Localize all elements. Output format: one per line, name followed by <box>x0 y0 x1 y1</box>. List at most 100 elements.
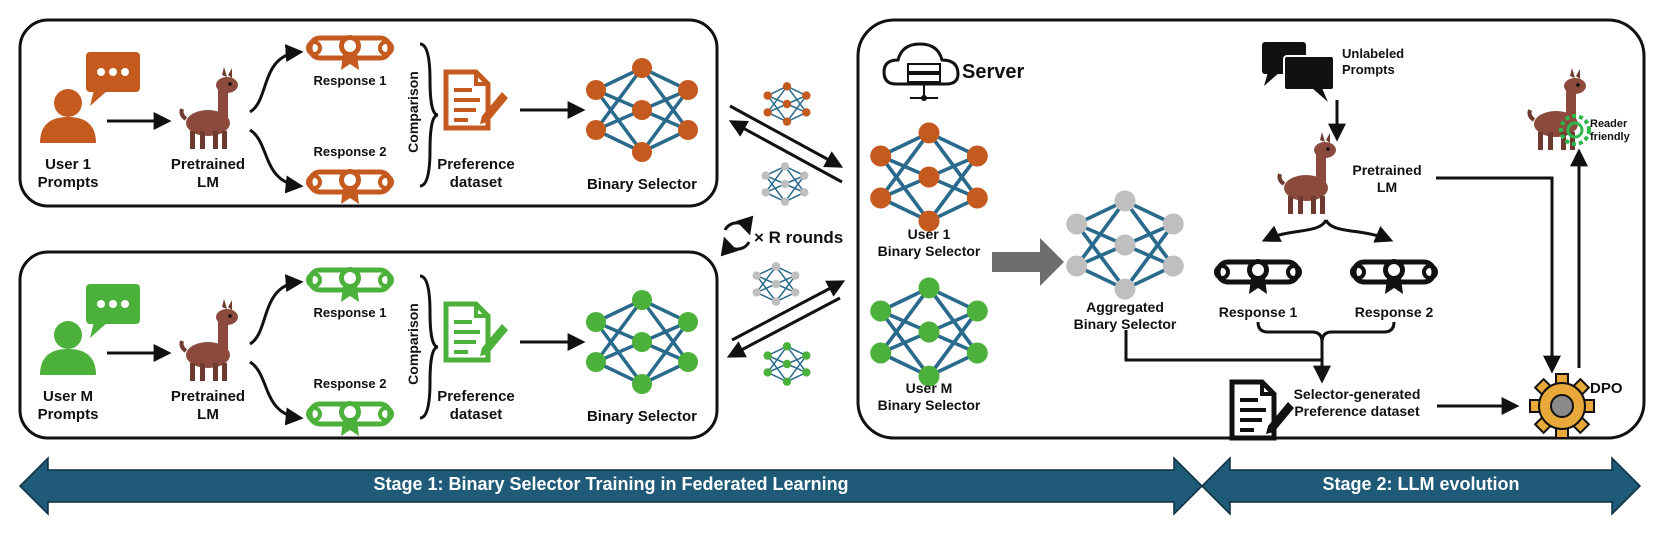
network-node <box>782 117 792 126</box>
network-edge <box>640 320 690 386</box>
network-edge <box>927 309 979 378</box>
network-node <box>632 290 652 310</box>
arrow-lm-to-response2-m <box>249 360 304 426</box>
network-node <box>752 271 761 280</box>
network-node <box>771 297 781 306</box>
network-node <box>771 262 781 271</box>
mini-network-orange <box>763 82 811 126</box>
network-node <box>1114 234 1136 256</box>
userM-selector-network <box>586 290 698 394</box>
network-edge <box>640 88 690 154</box>
user1-dataset-label: Preference dataset <box>437 156 515 191</box>
network-node <box>586 80 606 100</box>
network-edge <box>879 131 931 200</box>
network-edge <box>927 154 979 223</box>
userM-comparison-label: Comparison <box>405 303 421 385</box>
network-node <box>870 187 892 209</box>
network-node <box>678 80 698 100</box>
network-node <box>586 312 606 332</box>
network-node <box>791 288 800 297</box>
network-node <box>782 99 792 109</box>
arrow-lm-to-response2-1 <box>249 128 304 194</box>
network-node <box>782 377 792 386</box>
network-node <box>780 162 790 171</box>
dpo-gear-icon <box>1529 373 1595 439</box>
network-node <box>870 300 892 322</box>
network-node <box>918 277 940 299</box>
network-edge <box>784 175 805 203</box>
stage2-response1-label: Response 1 <box>1218 304 1298 320</box>
network-edge <box>756 265 777 293</box>
network-node <box>763 368 772 377</box>
server-user1-network <box>870 122 988 232</box>
network-node <box>1162 255 1184 277</box>
network-edge <box>786 355 807 383</box>
mini-network-green <box>763 342 811 386</box>
userM-dataset-label: Preference dataset <box>437 388 515 423</box>
network-node <box>678 352 698 372</box>
user1-panel <box>18 18 719 208</box>
network-node <box>632 100 652 120</box>
userM-response1-label: Response 1 <box>313 305 387 320</box>
network-node <box>966 145 988 167</box>
network-edge <box>1075 199 1127 268</box>
network-node <box>782 82 792 91</box>
stage2-response2-label: Response 2 <box>1354 304 1434 320</box>
network-node <box>918 166 940 188</box>
mini-network-gray-1 <box>761 162 809 206</box>
arrow-lm-to-response1-m <box>249 274 304 346</box>
network-edge <box>767 345 788 373</box>
rounds-label: × R rounds <box>754 228 844 247</box>
network-node <box>800 188 809 197</box>
network-node <box>918 365 940 387</box>
mini-network-gray-2 <box>752 262 800 306</box>
network-node <box>918 321 940 343</box>
network-node <box>966 187 988 209</box>
user1-selector-label: Binary Selector <box>586 176 698 193</box>
bracket-1 <box>419 42 439 188</box>
network-node <box>780 179 790 189</box>
network-node <box>763 351 772 360</box>
network-node <box>966 342 988 364</box>
user1-prompts-label: User 1 Prompts <box>37 156 99 191</box>
arrow-aggregated-to-dataset <box>1124 330 1322 362</box>
network-edge <box>786 95 807 123</box>
reader-badge-icon <box>1559 114 1591 146</box>
arrow-lm-to-r1-stage2 <box>1261 219 1328 242</box>
network-node <box>761 188 770 197</box>
arrow-lm-to-dpo <box>1436 176 1561 374</box>
arrow-lm-to-r2-stage2 <box>1324 219 1394 243</box>
user1-response1-label: Response 1 <box>313 73 387 88</box>
arrow-download-m <box>726 296 841 358</box>
server-userM-network <box>870 277 988 387</box>
network-node <box>800 171 809 180</box>
dpo-label: DPO <box>1590 380 1623 397</box>
stage2-banner-label: Stage 2: LLM evolution <box>1322 474 1520 494</box>
network-edge <box>594 298 644 364</box>
user1-response2-label: Response 2 <box>313 144 387 159</box>
network-edge <box>1123 222 1175 291</box>
selector-dataset-label: Selector-generated Preference dataset <box>1293 386 1421 419</box>
arrow-upload-m <box>731 280 846 342</box>
network-node <box>632 58 652 78</box>
user1-lm-label: Pretrained LM <box>170 156 246 191</box>
aggregate-arrow <box>992 238 1064 286</box>
aggregated-label: Aggregated Binary Selector <box>1073 299 1177 332</box>
user1-selector-network <box>586 58 698 162</box>
refresh-icon <box>720 215 754 257</box>
network-node <box>632 142 652 162</box>
network-node <box>1114 190 1136 212</box>
network-node <box>1162 213 1184 235</box>
unlabeled-prompts-label: Unlabeled Prompts <box>1342 46 1405 77</box>
network-node <box>870 145 892 167</box>
network-node <box>782 359 792 369</box>
network-edge <box>767 85 788 113</box>
network-node <box>1066 255 1088 277</box>
network-node <box>918 122 940 144</box>
stage1-banner-label: Stage 1: Binary Selector Training in Fed… <box>373 474 849 494</box>
network-node <box>802 351 811 360</box>
network-node <box>763 108 772 117</box>
bracket-m <box>419 274 439 420</box>
network-edge <box>765 165 786 193</box>
